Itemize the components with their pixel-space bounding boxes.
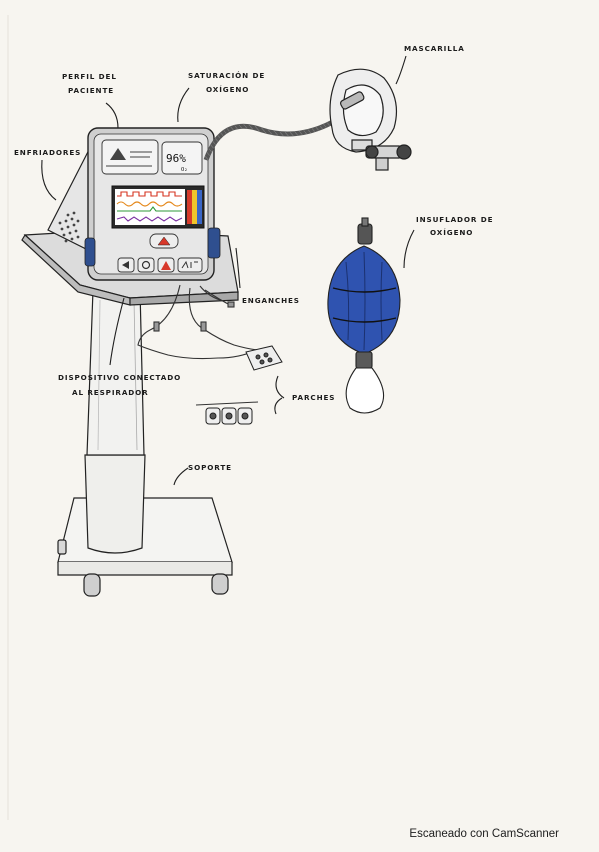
label-enganches: Enganches (242, 296, 300, 305)
screen-bar-red (187, 190, 192, 224)
function-icon (181, 260, 198, 269)
oxygen-mask (329, 68, 412, 171)
label-insuflador-line2: oxígeno (430, 228, 473, 237)
junction-box (245, 345, 283, 371)
wave-orange (116, 201, 183, 207)
screen-bar-yellow (192, 190, 197, 224)
wave-red (117, 191, 182, 197)
patient-profile-icon (110, 148, 126, 160)
cooler-grille (58, 211, 80, 243)
wave-green (117, 206, 182, 212)
cables (137, 284, 259, 360)
settings-button[interactable] (137, 257, 155, 273)
pointer-arrows (41, 55, 415, 486)
alarm-icon (157, 236, 171, 246)
labels: Perfil del paciente Saturación de oxígen… (14, 44, 493, 472)
label-parches: Parches (292, 393, 335, 402)
stand-column-lower (84, 454, 146, 554)
wave-purple (116, 216, 183, 222)
label-saturacion-line2: oxígeno (206, 85, 249, 94)
side-clip-left (84, 237, 96, 267)
oxygen-tube (203, 115, 342, 161)
monitor: 96% O₂ (84, 127, 221, 281)
label-perfil-line1: Perfil del (62, 72, 117, 81)
camscanner-watermark: Escaneado con CamScanner (409, 828, 559, 840)
volume-icon (122, 261, 129, 269)
spo2-panel (161, 141, 203, 175)
stand-base (57, 497, 233, 563)
stand (57, 289, 233, 597)
label-saturacion-line1: Saturación de (188, 71, 265, 80)
spo2-unit: O₂ (181, 167, 188, 173)
label-perfil-line2: paciente (68, 86, 114, 95)
label-dispositivo-line1: Dispositivo conectado (58, 373, 181, 382)
screen-bar-blue (197, 190, 202, 224)
warning-icon (161, 261, 171, 270)
label-dispositivo-line2: al respirador (72, 388, 149, 397)
function-button[interactable] (177, 257, 203, 273)
label-enfriadores: Enfriadores (14, 148, 81, 157)
settings-icon (141, 260, 151, 270)
label-mascarilla: Mascarilla (404, 44, 465, 53)
spo2-value: 96% (166, 152, 186, 165)
stand-foot-left (57, 539, 67, 555)
label-insuflador-line1: Insuflador de (416, 215, 493, 224)
side-clip-right (207, 227, 221, 259)
electrode-patches (195, 401, 259, 425)
stand-wheel-left (83, 573, 101, 597)
stand-wheel-right (211, 573, 229, 595)
label-soporte: Soporte (188, 463, 232, 472)
bag-valve (327, 217, 401, 414)
control-buttons (117, 257, 203, 273)
